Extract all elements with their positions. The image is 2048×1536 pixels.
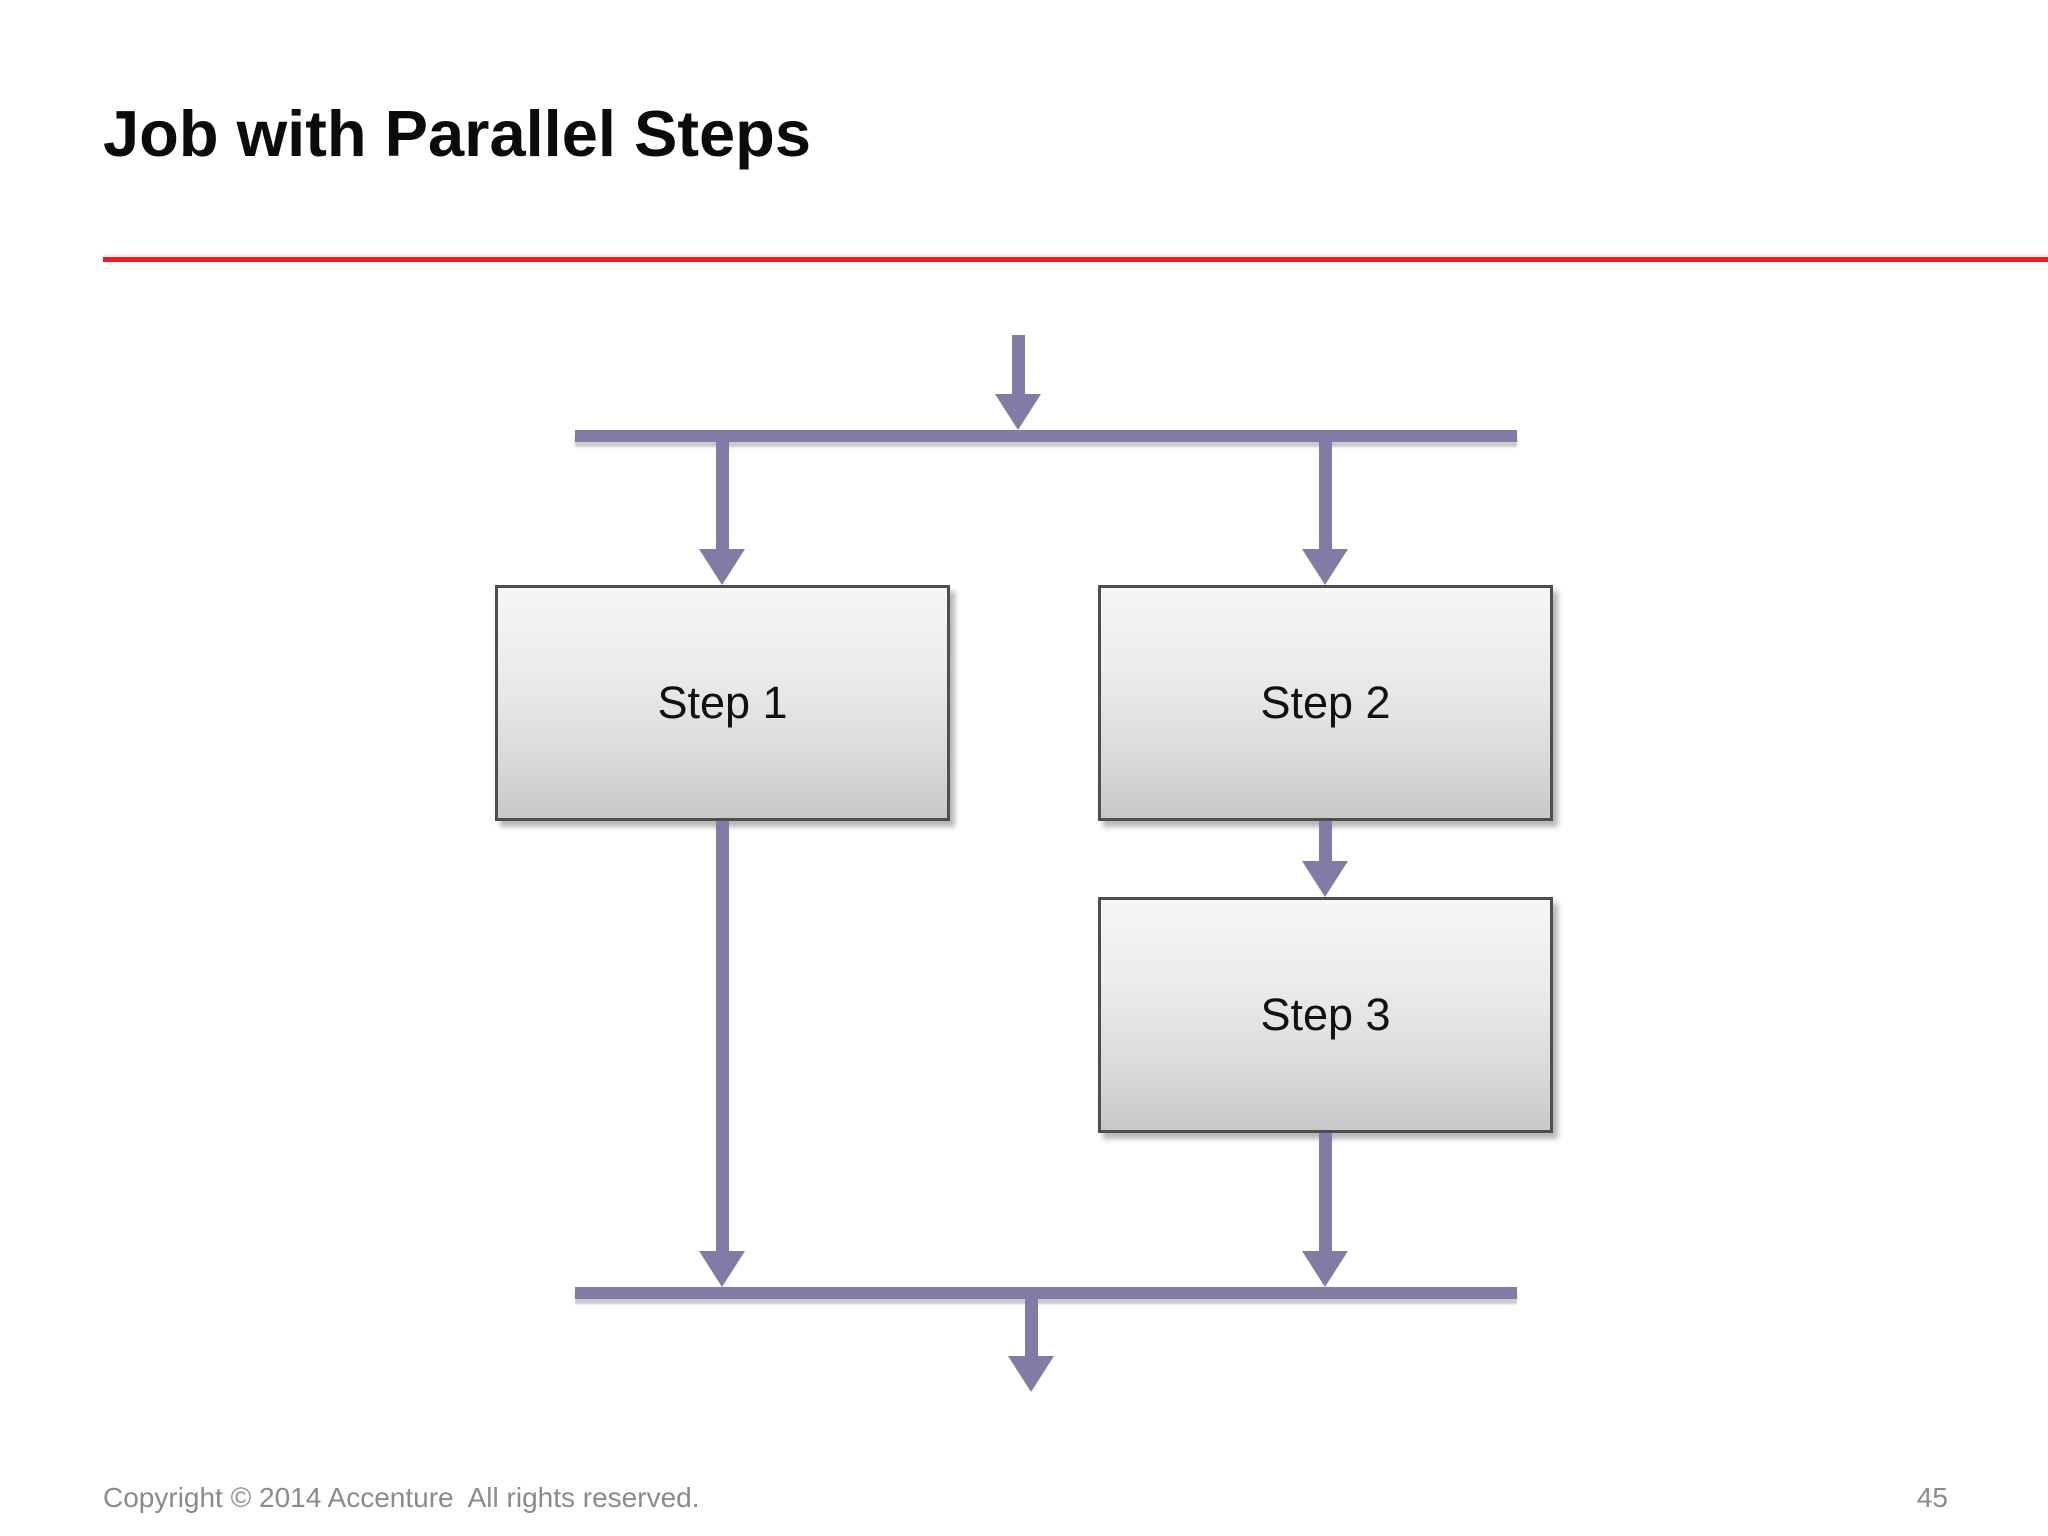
entry-arrow-shaft [1012,335,1025,397]
step2-to-step3-arrowhead-icon [1302,861,1348,897]
exit-arrowhead-icon [1008,1356,1054,1392]
exit-arrow-shaft [1025,1299,1038,1359]
node-step-3: Step 3 [1098,897,1553,1133]
step2-to-step3-arrow-shaft [1319,821,1332,864]
node-step-3-label: Step 3 [1260,989,1391,1040]
page-number: 45 [1916,1482,1948,1513]
branch-right-arrowhead-icon [1302,549,1348,585]
branch-right-arrow-shaft [1319,442,1332,552]
node-step-2: Step 2 [1098,585,1553,821]
title-accent-rule [103,254,2048,262]
fork-bar [575,430,1517,442]
join-bar [575,1287,1517,1299]
node-step-1: Step 1 [495,585,950,821]
branch-left-arrowhead-icon [699,549,745,585]
footer-copyright: Copyright © 2014 Accenture All rights re… [103,1482,700,1513]
node-step-1-label: Step 1 [657,677,788,728]
slide-title: Job with Parallel Steps [103,97,811,170]
step1-to-join-arrow-shaft [716,821,729,1254]
step3-to-join-arrowhead-icon [1302,1251,1348,1287]
branch-left-arrow-shaft [716,442,729,552]
node-step-2-label: Step 2 [1260,677,1391,728]
entry-arrowhead-icon [995,394,1041,430]
step1-to-join-arrowhead-icon [699,1251,745,1287]
step3-to-join-arrow-shaft [1319,1133,1332,1254]
